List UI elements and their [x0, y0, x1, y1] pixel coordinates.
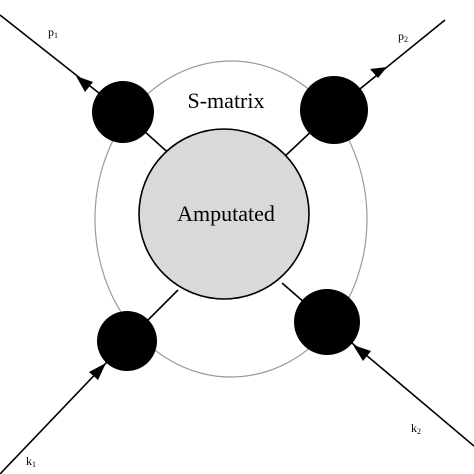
momentum-label-k1-base: k — [26, 454, 32, 468]
momentum-label-p2-base: p — [398, 29, 404, 43]
amputated-blob — [138, 128, 310, 300]
momentum-label-p1-sub: 1 — [54, 31, 58, 40]
propagator-blob-p1 — [92, 81, 154, 143]
arrow-p2-outgoing — [370, 67, 387, 78]
momentum-label-k2-sub: 2 — [417, 427, 421, 436]
momentum-label-p2-sub: 2 — [404, 35, 408, 44]
propagator-blob-k1 — [97, 311, 157, 371]
momentum-label-k1-sub: 1 — [32, 460, 36, 469]
arrow-k1-incoming — [89, 363, 106, 380]
arrow-p1-outgoing — [76, 76, 93, 92]
momentum-label-p1-base: p — [48, 25, 54, 39]
momentum-label-k1: k1 — [26, 454, 36, 469]
momentum-label-k2: k2 — [411, 421, 421, 436]
smatrix-label: S-matrix — [188, 88, 265, 113]
arrow-k2-incoming — [353, 345, 371, 361]
momentum-label-p1: p1 — [48, 25, 58, 40]
momentum-label-k2-base: k — [411, 421, 417, 435]
smatrix-region-outline — [94, 60, 368, 378]
propagator-blob-p2 — [300, 76, 368, 144]
propagator-blob-k2 — [294, 289, 360, 355]
amputated-label: Amputated — [177, 201, 275, 226]
momentum-label-p2: p2 — [398, 29, 408, 44]
